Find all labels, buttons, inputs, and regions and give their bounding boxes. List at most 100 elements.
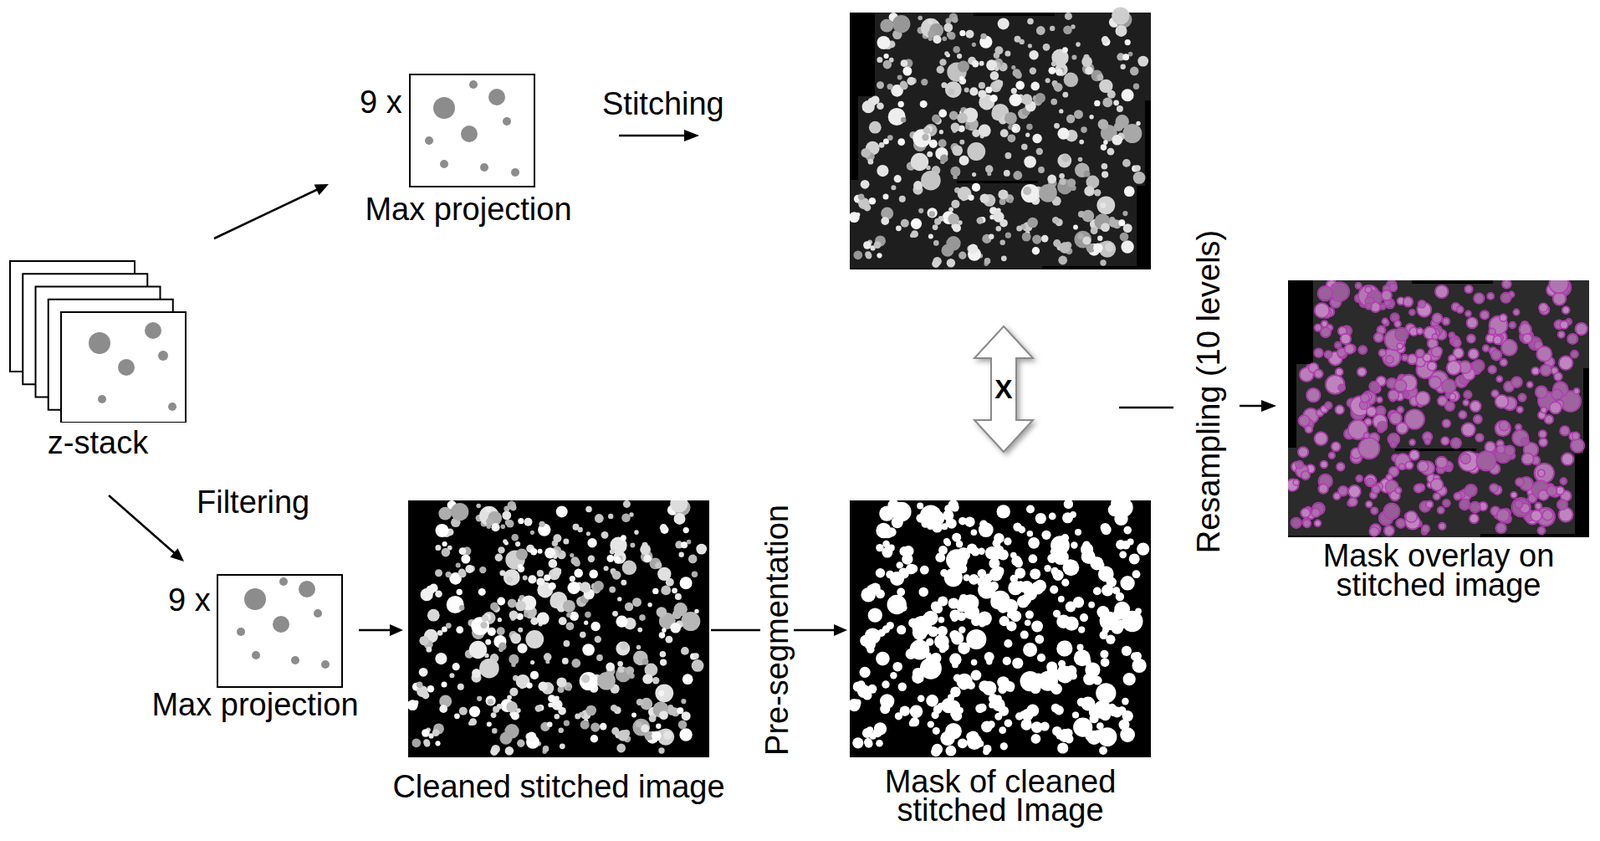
cell-blob <box>1371 507 1378 514</box>
mask-blob <box>946 575 956 584</box>
cell-dot <box>117 358 135 376</box>
cell-dot <box>480 163 489 172</box>
cell-blob <box>1016 225 1023 232</box>
cell-dot <box>433 97 455 119</box>
cell-blob <box>927 207 938 218</box>
cell-blob <box>621 513 631 523</box>
mask-outline <box>1467 348 1479 360</box>
cell-blob <box>642 673 653 684</box>
mask-blob <box>1104 729 1115 741</box>
image-node: Mask overlay on stitched image <box>1288 280 1590 600</box>
cell-blob <box>1045 77 1051 83</box>
projection-node: 9 xMax projection <box>142 573 369 721</box>
mask-outline <box>1446 465 1452 471</box>
cell-blob <box>1022 232 1032 242</box>
cell-blob <box>457 683 465 691</box>
cell-blob <box>582 643 595 656</box>
cell-blob <box>659 690 665 696</box>
cell-blob <box>1459 451 1478 471</box>
cell-blob <box>986 171 992 176</box>
cell-blob <box>610 704 618 711</box>
cell-blob <box>552 554 558 559</box>
mask-outline <box>1526 381 1533 388</box>
cell-blob <box>1075 41 1081 47</box>
image-tile <box>1476 445 1575 534</box>
cell-blob <box>643 554 652 563</box>
cell-blob <box>1096 74 1104 82</box>
cell-blob <box>419 635 430 646</box>
cell-blob <box>503 505 510 512</box>
mask-blob <box>1017 526 1026 534</box>
cell-blob <box>562 538 569 545</box>
cell-blob <box>535 704 542 711</box>
node-picture <box>216 573 343 688</box>
stitching-arrow-line <box>618 134 686 138</box>
cell-blob <box>977 89 987 98</box>
mask-blob <box>1022 673 1033 685</box>
mask-blob <box>1102 626 1110 634</box>
cell-blob <box>445 622 452 629</box>
cell-blob <box>569 611 579 621</box>
mask-blob <box>1011 613 1018 620</box>
mask-blob <box>1026 505 1035 514</box>
mask-blob <box>1092 729 1105 742</box>
cell-blob <box>496 626 506 635</box>
image-tile <box>1484 365 1584 454</box>
cell-blob <box>416 680 424 688</box>
mask-outline <box>1365 302 1373 310</box>
mask-blob <box>935 552 946 563</box>
cell-blob <box>1120 240 1134 253</box>
cell-blob <box>1418 301 1425 307</box>
mask-outline <box>1435 284 1449 298</box>
cell-blob <box>1442 318 1449 325</box>
cell-blob <box>1307 388 1320 402</box>
cell-dot <box>168 402 177 411</box>
cell-blob <box>1137 56 1149 67</box>
cell-dot <box>291 655 300 665</box>
mask-blob <box>866 645 875 654</box>
cell-blob <box>1005 152 1013 159</box>
mask-blob <box>964 611 972 619</box>
cell-blob <box>1057 153 1072 169</box>
compare-double-arrow <box>974 326 1033 452</box>
mask-blob <box>896 624 906 634</box>
cell-blob <box>516 548 528 561</box>
cell-dot <box>236 627 246 636</box>
cell-blob <box>583 620 588 625</box>
mask-blob <box>971 659 978 666</box>
mask-outline <box>1354 282 1362 290</box>
cell-blob <box>1021 184 1040 203</box>
cell-blob <box>479 658 500 679</box>
mask-blob <box>1121 697 1130 706</box>
cell-blob <box>1539 430 1547 438</box>
cell-blob <box>1037 166 1045 174</box>
cell-blob <box>900 219 910 228</box>
cell-blob <box>943 23 953 33</box>
mask-blob <box>886 621 895 629</box>
cell-dot <box>244 587 266 610</box>
node-label: Max projection <box>142 687 369 721</box>
mask-outline <box>1311 507 1321 517</box>
cell-blob <box>1098 118 1110 130</box>
cell-blob <box>884 53 890 59</box>
cell-blob <box>631 712 637 718</box>
cell-blob <box>691 659 705 672</box>
cell-blob <box>676 706 684 714</box>
image-tile <box>1037 178 1137 266</box>
cell-blob <box>1574 388 1579 394</box>
mask-outline <box>1458 450 1479 471</box>
mask-outline <box>1441 436 1450 445</box>
cell-blob <box>455 562 461 568</box>
mask-blob <box>1066 664 1078 676</box>
cell-blob <box>584 611 592 619</box>
cell-blob <box>1066 114 1075 123</box>
mask-blob <box>1076 720 1085 729</box>
mask-blob <box>1083 552 1094 563</box>
mask-blob <box>1096 721 1105 730</box>
cell-blob <box>1093 100 1100 107</box>
cell-blob <box>1434 493 1441 500</box>
cell-blob <box>1012 170 1023 180</box>
cell-blob <box>1535 503 1541 509</box>
cell-blob <box>958 251 967 260</box>
cell-dot <box>272 615 290 633</box>
